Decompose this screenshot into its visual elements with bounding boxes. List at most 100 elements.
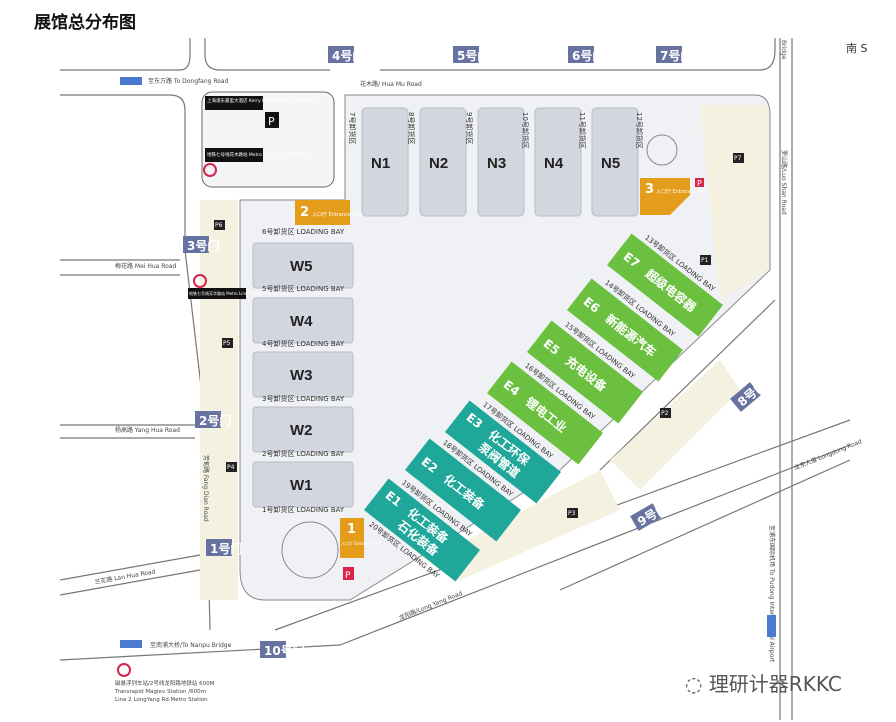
watermark: ◌ 理研计器RKKC: [685, 672, 842, 696]
parking-icon: P: [265, 112, 279, 128]
road-label-airport: 至浦东国际机场 To Pudong International Airport: [768, 525, 776, 663]
gate-label: 7号门: [660, 48, 692, 63]
roundabout-north: [646, 134, 678, 166]
road-label-luo-shan: 罗山路/Luo Shan Road: [780, 150, 788, 215]
poi-maglev-cn: 磁悬浮列车站/2号线龙阳路地铁站 600M: [115, 679, 215, 687]
loading-bay-label: 5号卸货区 LOADING BAY: [262, 284, 345, 293]
hall-w3[interactable]: W3: [252, 351, 354, 398]
parking-lot-p6: P6: [214, 220, 225, 230]
road-label-fang-dian: 芳甸路 Fang Dian Road: [202, 455, 210, 522]
loading-bay-label: 1号卸货区 LOADING BAY: [262, 505, 345, 514]
gate-4[interactable]: 4号门: [328, 46, 364, 63]
parking-lot-p5: P5: [222, 338, 233, 348]
arrow-down-icon: [767, 615, 776, 637]
hall-w2[interactable]: W2: [252, 406, 354, 453]
gate-label: 1号门: [210, 541, 242, 556]
svg-text:入口厅 Entrance Hall: 入口厅 Entrance Hall: [312, 212, 362, 218]
arrow-left-icon: [120, 77, 142, 85]
gate-3[interactable]: 3号门: [183, 236, 219, 253]
gate-2[interactable]: 2号门: [195, 411, 231, 428]
parking-lot-p2: P2: [660, 408, 671, 418]
gate-7[interactable]: 7号门: [656, 46, 692, 63]
loading-bay-label: 6号卸货区 LOADING BAY: [262, 227, 345, 236]
hall-w1[interactable]: W1: [252, 461, 354, 508]
parking-icon: P: [343, 567, 354, 581]
parking-lot-p7: P7: [733, 153, 744, 163]
compass: 南 S: [846, 42, 867, 55]
svg-text:P: P: [345, 571, 351, 581]
site-boundary: [239, 94, 771, 601]
road-label-mei-hua: 梅花路 Mei Hua Road: [115, 262, 176, 270]
loading-bay-label: 2号卸货区 LOADING BAY: [262, 449, 345, 458]
svg-text:2: 2: [300, 205, 309, 220]
svg-text:入口厅 Entrance Hall: 入口厅 Entrance Hall: [656, 189, 706, 195]
svg-text:3: 3: [645, 182, 654, 197]
gate-1[interactable]: 1号门: [206, 539, 242, 556]
hall-n5[interactable]: N5: [591, 107, 639, 217]
gate-label: 5号门: [457, 48, 489, 63]
svg-text:P2: P2: [661, 410, 669, 417]
gate-5[interactable]: 5号门: [453, 46, 489, 63]
loading-bay-label: 9号卸货区: [465, 112, 474, 144]
svg-text:P5: P5: [223, 340, 231, 347]
road-label-hua-mu: 花木路/ Hua Mu Road: [360, 80, 422, 88]
loading-bay-label: 12号卸货区: [635, 112, 644, 149]
parking-lot-p4: P4: [226, 462, 237, 472]
svg-text:P7: P7: [734, 155, 742, 162]
hall-n4[interactable]: N4: [534, 107, 582, 217]
poi-maglev-en2: Line 2 LongYang Rd.Metro Station: [115, 697, 208, 703]
poi-maglev-en1: Transrapid Maglev Station /600m: [114, 689, 206, 695]
hall-n2[interactable]: N2: [419, 107, 467, 217]
gate-label: 2号门: [199, 413, 231, 428]
gate-label: 4号门: [332, 48, 364, 63]
road-label-longdong: 龙东大道 Longdong Road: [793, 437, 863, 472]
svg-text:P6: P6: [215, 222, 223, 229]
hall-n3[interactable]: N3: [477, 107, 525, 217]
hall-n1[interactable]: N1: [361, 107, 409, 217]
hall-w5[interactable]: W5: [252, 242, 354, 289]
loading-bay-label: 11号卸货区: [578, 112, 587, 149]
hall-label: W2: [290, 422, 313, 439]
loading-bay-label: 3号卸货区 LOADING BAY: [262, 394, 345, 403]
metro-icon: [203, 163, 217, 177]
gate-label: 6号门: [572, 48, 604, 63]
parking-icon: P: [695, 178, 704, 188]
hotel-block: [201, 91, 335, 188]
hall-label: N4: [544, 155, 564, 172]
arrow-left-icon: [120, 640, 142, 648]
poi-metro-huamu: 地铁七号线花木路站 Metro Line 7 Hua Mu Road: [207, 151, 308, 158]
gate-9[interactable]: 9号门: [630, 498, 670, 531]
hall-w4[interactable]: W4: [252, 297, 354, 344]
entrance-1[interactable]: 1 入口厅 Entrance Hall: [340, 518, 381, 558]
metro-icon: [193, 274, 207, 288]
poi-hotel: 上海浦东嘉里大酒店 Kerry Hotel Pudong Shanghai: [207, 97, 315, 104]
loading-bay-label: 7号卸货区: [348, 112, 357, 144]
svg-text:入口厅 Entrance Hall: 入口厅 Entrance Hall: [341, 541, 381, 546]
svg-text:1: 1: [347, 522, 356, 537]
svg-text:P3: P3: [568, 510, 576, 517]
road-label-dongfang: 至东方路 To Dongfang Road: [148, 77, 229, 85]
svg-text:P1: P1: [701, 257, 709, 264]
svg-text:P4: P4: [227, 464, 235, 471]
gate-10[interactable]: 10号门: [260, 641, 305, 658]
green-area-west: [200, 200, 238, 600]
hall-label: W4: [290, 313, 313, 330]
svg-text:P: P: [268, 115, 275, 128]
hall-label: N1: [371, 155, 390, 172]
hall-label: N5: [601, 155, 620, 172]
roundabout-south: [281, 521, 339, 579]
map-title: 展馆总分布图: [34, 13, 136, 33]
green-area-p2: [610, 360, 740, 490]
svg-text:P: P: [697, 179, 702, 188]
green-area-east: [700, 105, 768, 300]
road-label-nanpu: 至南浦大桥/To Nanpu Bridge: [150, 641, 232, 649]
gate-6[interactable]: 6号门: [568, 46, 604, 63]
poi-metro-fangdian: 地铁七号线芳华路站 Metro Line 7 Fang Hua Rd. Stat…: [189, 290, 295, 296]
roads: [59, 38, 851, 720]
